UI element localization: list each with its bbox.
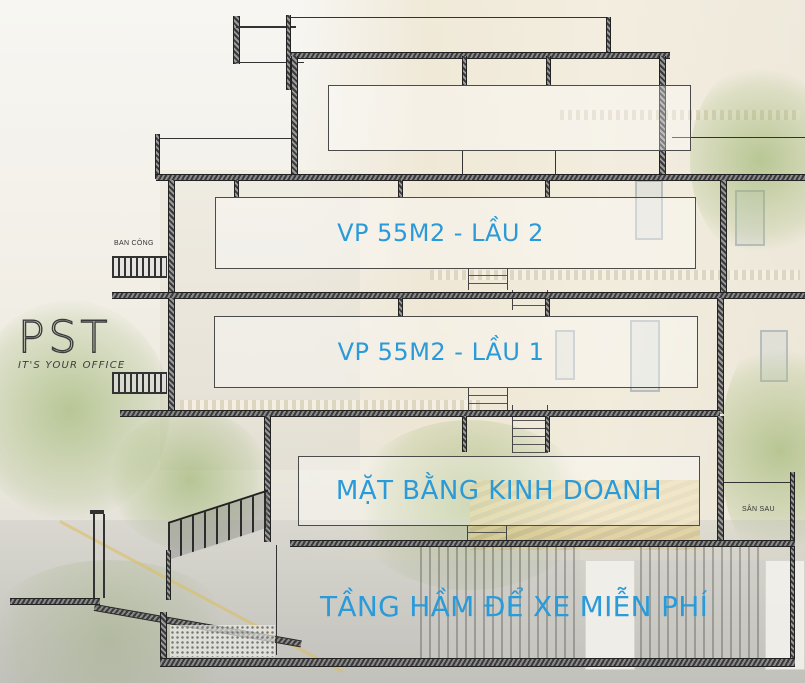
floor-3-box <box>328 85 691 151</box>
floor-2-label: VP 55M2 - LẦU 2 <box>337 219 544 247</box>
parapet-wall <box>606 17 611 53</box>
slab-level-3 <box>156 174 805 181</box>
column <box>545 180 550 198</box>
slab-level-1 <box>120 410 720 417</box>
slab-ground <box>290 540 795 547</box>
wall-backyard <box>790 472 795 662</box>
balcony-label: BAN CÔNG <box>114 240 154 247</box>
wall-front <box>291 56 298 174</box>
wall-front <box>264 416 271 542</box>
ground-floor-box: MẶT BẰNG KINH DOANH <box>298 456 700 526</box>
stair-railing <box>168 489 268 560</box>
wall-rear <box>659 56 666 174</box>
column <box>398 298 403 316</box>
ground-floor-label: MẶT BẰNG KINH DOANH <box>335 476 663 506</box>
wall-rear <box>717 298 724 414</box>
lamp-post-cap <box>90 510 104 514</box>
backyard-line <box>724 482 794 483</box>
wall-rear <box>717 416 724 544</box>
awning <box>470 480 700 550</box>
wall-front <box>168 180 175 295</box>
slab-basement <box>160 658 795 667</box>
balcony-railing <box>112 256 167 278</box>
tree <box>690 60 805 260</box>
gravel-fill <box>170 625 275 657</box>
logo-mark: PST <box>17 312 112 363</box>
facade-window <box>630 320 660 392</box>
wall-rear <box>720 180 727 295</box>
lamp-post <box>103 514 105 598</box>
floor-1-label: VP 55M2 - LẦU 1 <box>337 338 545 366</box>
slab-roof <box>290 52 670 59</box>
column-line <box>555 150 556 175</box>
stair-post <box>166 550 171 600</box>
basement-wall <box>160 612 167 664</box>
floor-1-box: VP 55M2 - LẦU 1 <box>214 316 698 388</box>
column <box>462 416 467 452</box>
roof-line <box>236 62 304 63</box>
balcony-railing <box>112 372 167 394</box>
column <box>462 56 467 86</box>
parapet-wall <box>155 134 160 179</box>
column-line <box>462 150 463 175</box>
column <box>234 180 239 198</box>
parapet-wall <box>233 16 240 64</box>
wall-front <box>168 298 175 414</box>
logo-tagline: IT'S YOUR OFFICE <box>18 360 126 371</box>
basement-line <box>276 545 277 655</box>
facade-balustrade <box>180 400 480 410</box>
roof-line <box>236 26 296 28</box>
column <box>546 56 551 86</box>
iron-gate <box>640 540 760 660</box>
gate-pillar <box>585 560 635 670</box>
facade-window <box>555 330 575 380</box>
basement-label: TẦNG HẦM ĐỂ XE MIỄN PHÍ <box>320 590 709 623</box>
column <box>545 298 550 316</box>
facade-balustrade <box>560 110 800 120</box>
roof-line <box>156 138 291 139</box>
stair <box>468 388 508 410</box>
column <box>398 180 403 198</box>
pst-logo: PST IT'S YOUR OFFICE <box>17 312 153 371</box>
iron-gate <box>420 540 580 660</box>
sidewalk <box>10 598 100 605</box>
stair <box>468 268 508 290</box>
roof-line <box>672 137 805 138</box>
roof-line <box>290 17 608 18</box>
lamp-post <box>93 514 95 598</box>
column <box>545 416 550 452</box>
floor-2-box: VP 55M2 - LẦU 2 <box>215 197 696 269</box>
slab-level-2 <box>112 292 805 299</box>
facade-window <box>635 180 663 240</box>
facade-balustrade <box>430 270 800 280</box>
backyard-label: SÂN SAU <box>742 506 775 513</box>
